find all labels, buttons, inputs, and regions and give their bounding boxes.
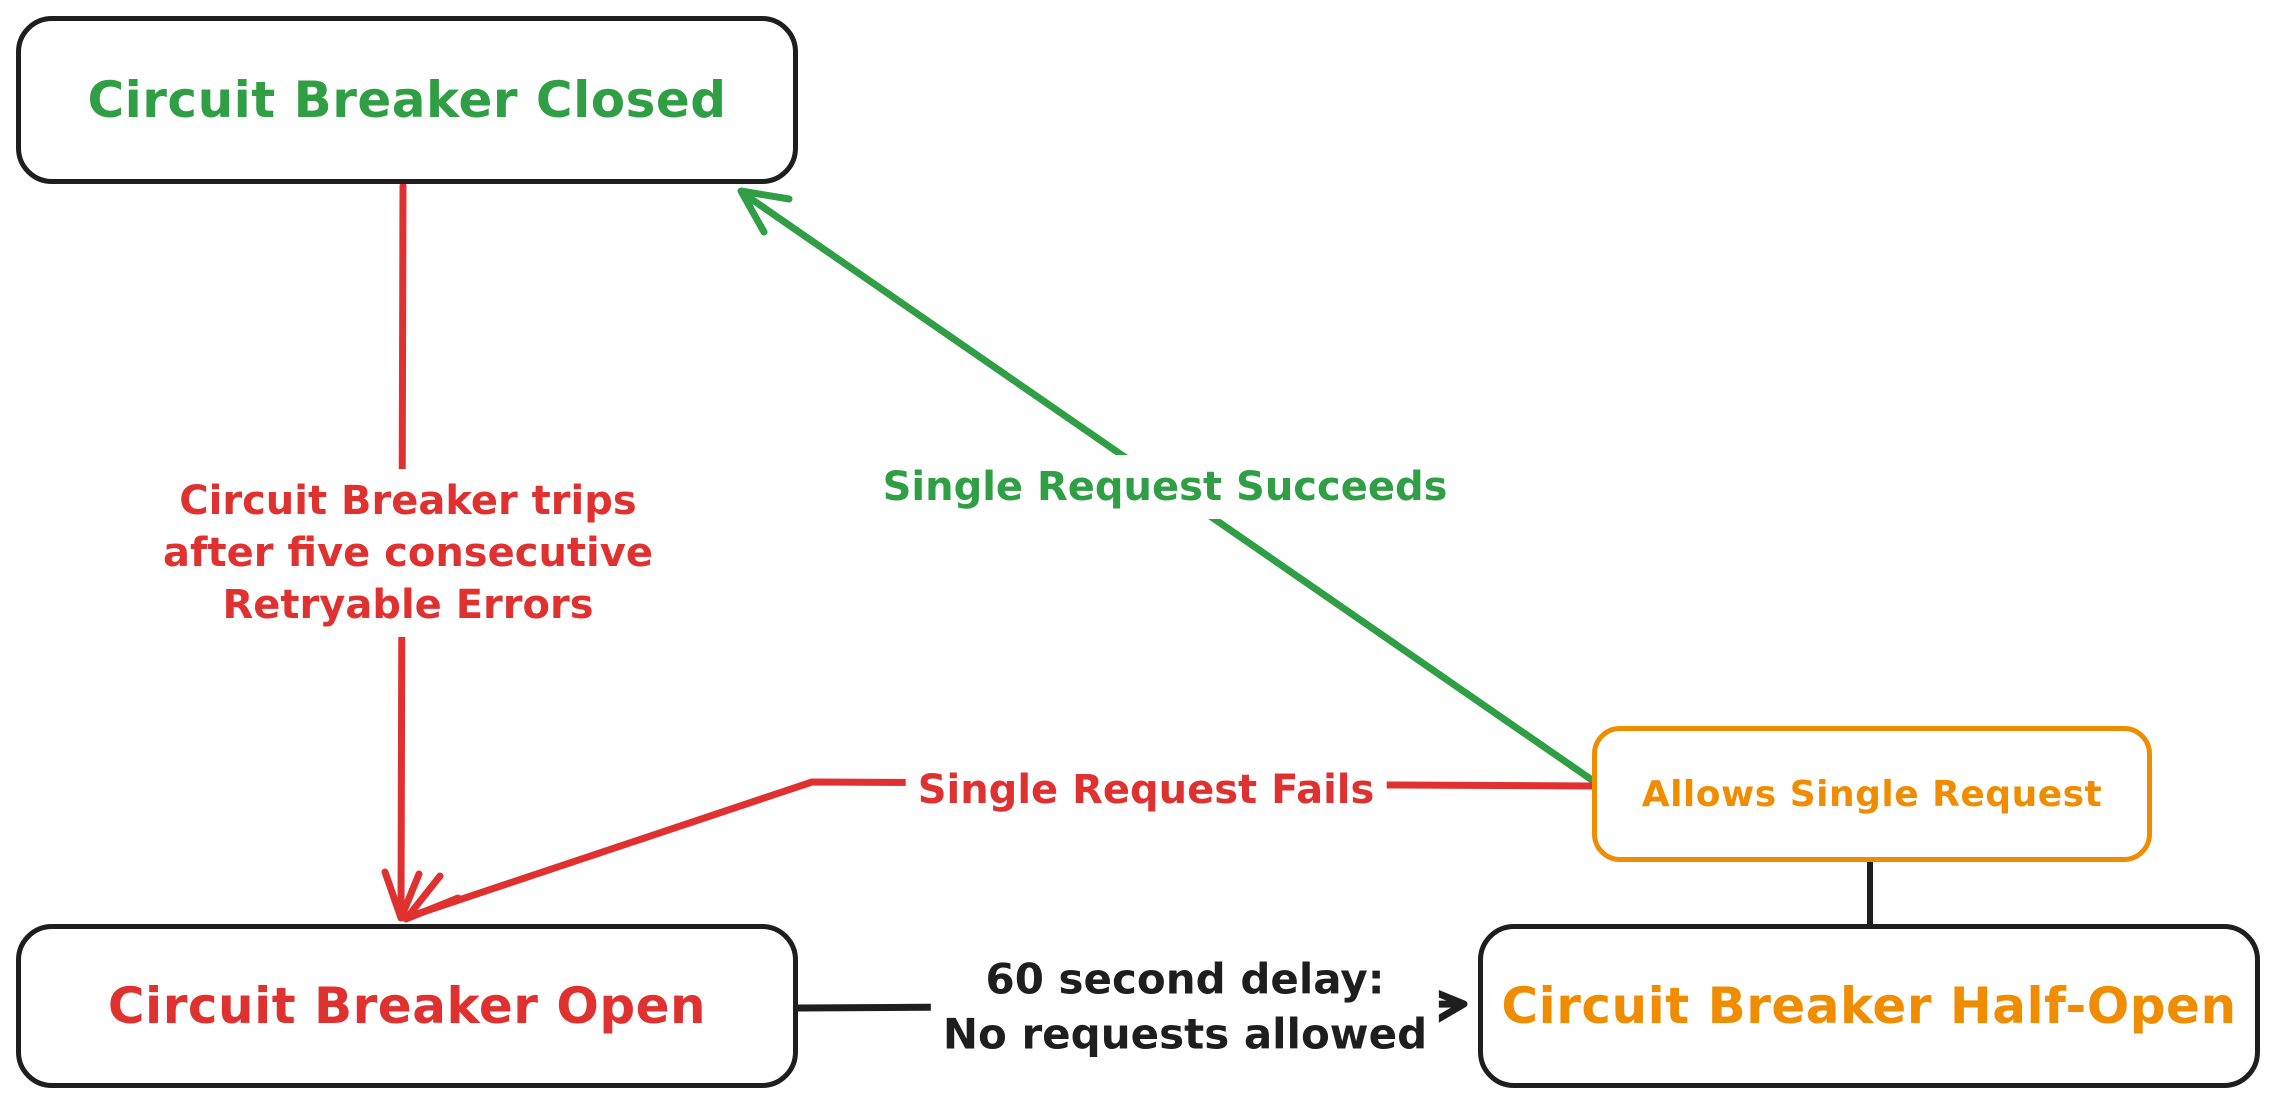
edge-label-delay-line1: 60 second delay: bbox=[985, 954, 1385, 1004]
edge-label-trips-line3: Retryable Errors bbox=[222, 582, 594, 628]
node-half-open-label: Circuit Breaker Half-Open bbox=[1501, 977, 2237, 1035]
edge-label-delay-line2: No requests allowed bbox=[942, 1009, 1428, 1058]
node-circuit-breaker-half-open: Circuit Breaker Half-Open bbox=[1478, 924, 2260, 1088]
node-circuit-breaker-closed: Circuit Breaker Closed bbox=[16, 16, 798, 184]
node-open-label: Circuit Breaker Open bbox=[107, 977, 707, 1035]
edge-label-delay: 60 second delay: No requests allowed bbox=[930, 946, 1440, 1068]
node-closed-label: Circuit Breaker Closed bbox=[87, 71, 727, 129]
edge-label-trips-line2: after five consecutive bbox=[163, 530, 653, 576]
node-allows-single-request: Allows Single Request bbox=[1592, 726, 2152, 862]
edge-label-fails: Single Request Fails bbox=[905, 758, 1387, 822]
edge-succeeds-arrowhead bbox=[737, 187, 793, 236]
node-allows-label: Allows Single Request bbox=[1641, 773, 2103, 815]
edge-label-succeeds: Single Request Succeeds bbox=[870, 455, 1460, 519]
edge-label-trips: Circuit Breaker trips after five consecu… bbox=[151, 469, 665, 637]
edge-label-trips-line1: Circuit Breaker trips bbox=[179, 478, 637, 524]
node-circuit-breaker-open: Circuit Breaker Open bbox=[16, 924, 798, 1088]
edge-fails-arrowhead bbox=[402, 872, 462, 923]
edge-trips-arrowhead bbox=[381, 868, 423, 922]
